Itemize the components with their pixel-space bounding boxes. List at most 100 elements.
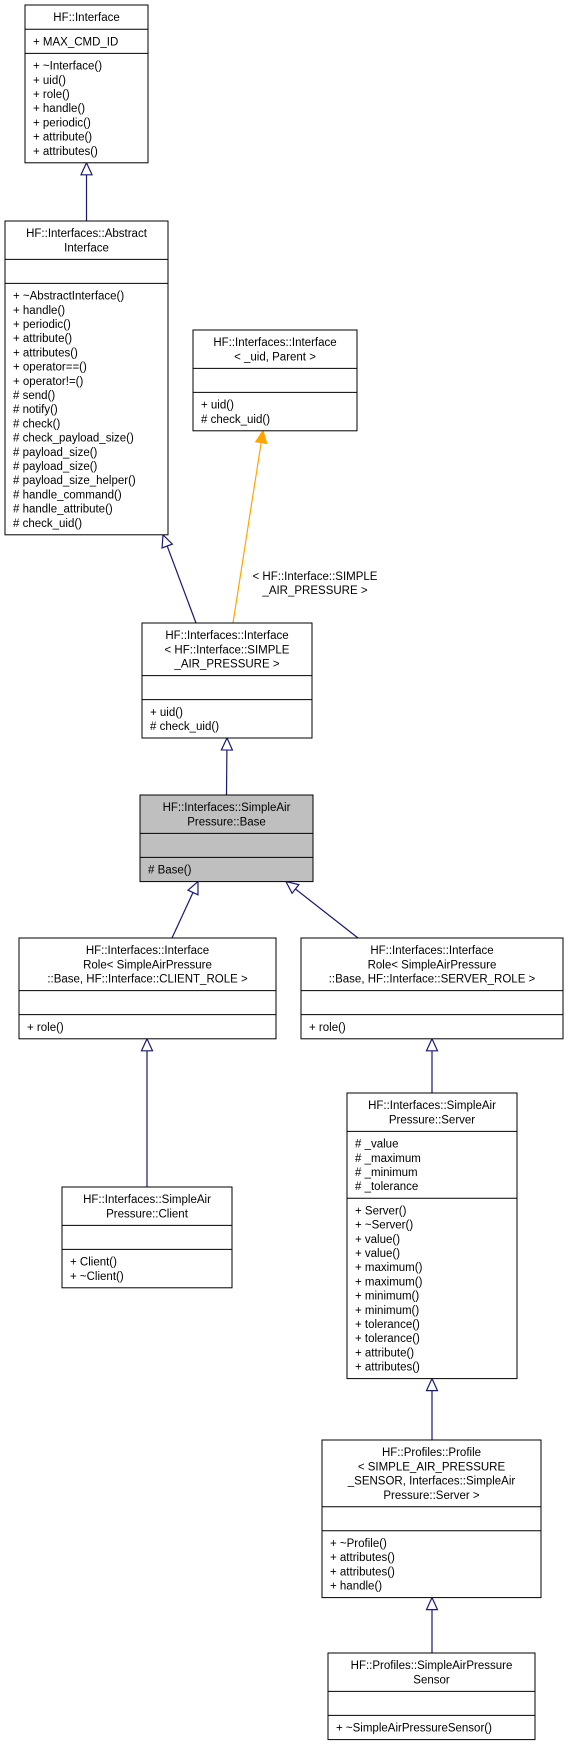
edge-line (166, 545, 197, 624)
class-node-hf-interface[interactable]: HF::Interface+ MAX_CMD_ID+ ~Interface()+… (24, 4, 149, 164)
class-title-line: Pressure::Server > (383, 1490, 479, 1502)
class-method: + tolerance() (355, 1333, 420, 1345)
arrowhead (425, 1596, 439, 1611)
class-method: + attribute() (13, 333, 72, 345)
class-box (24, 4, 149, 164)
class-title-line: HF::Interfaces::Interface (86, 945, 209, 957)
class-method: + tolerance() (355, 1319, 420, 1331)
class-method: # handle_attribute() (13, 504, 113, 516)
class-method: # check_uid() (201, 414, 270, 426)
class-method: + attributes() (33, 146, 98, 158)
class-title-line: Pressure::Server (389, 1114, 475, 1126)
class-title-line: Sensor (413, 1674, 450, 1686)
class-method: # check_uid() (13, 518, 82, 530)
arrowhead (425, 1377, 439, 1392)
class-box (4, 220, 169, 536)
class-method: + minimum() (355, 1291, 419, 1303)
class-node-sap-server[interactable]: HF::Interfaces::SimpleAirPressure::Serve… (346, 1092, 518, 1380)
arrowhead (161, 533, 174, 549)
class-title-line: < _uid, Parent > (234, 351, 316, 363)
class-title-line: HF::Interfaces::Interface (213, 337, 336, 349)
class-method: + uid() (150, 707, 183, 719)
edge-server-role-to-base (295, 888, 359, 939)
class-box (300, 937, 564, 1040)
class-method: # check() (13, 418, 60, 430)
class-node-interface-template[interactable]: HF::Interfaces::Interface< _uid, Parent … (192, 329, 358, 432)
class-title-line: HF::Interfaces::Interface (165, 630, 288, 642)
class-method: + attributes() (355, 1362, 420, 1374)
class-attribute: # _maximum (355, 1153, 421, 1165)
class-method: + maximum() (355, 1262, 423, 1274)
class-box (61, 1186, 233, 1289)
class-attribute: # _tolerance (355, 1181, 418, 1193)
class-method: + ~AbstractInterface() (13, 291, 124, 303)
class-title-line: HF::Interface (53, 12, 119, 24)
class-method: + operator!=() (13, 376, 83, 388)
edge-client-role-to-base (171, 892, 194, 939)
arrowhead (220, 736, 234, 751)
class-method: + role() (27, 1022, 64, 1034)
class-method: # payload_size() (13, 461, 98, 473)
class-method: + uid() (201, 400, 234, 412)
class-method: # notify() (13, 404, 58, 416)
class-title-line: HF::Interfaces::Abstract (26, 228, 148, 240)
class-title-line: < HF::Interface::SIMPLE (165, 644, 290, 656)
edge-labels: < HF::Interface::SIMPLE_AIR_PRESSURE > (253, 571, 378, 597)
class-method: + ~Profile() (330, 1538, 387, 1550)
class-node-sensor[interactable]: HF::Profiles::SimpleAirPressureSensor+ ~… (327, 1652, 536, 1741)
arrowhead (425, 1037, 439, 1052)
class-node-profile[interactable]: HF::Profiles::Profile< SIMPLE_AIR_PRESSU… (321, 1439, 542, 1599)
class-box (327, 1652, 536, 1741)
class-node-interface-sap[interactable]: HF::Interfaces::Interface< HF::Interface… (141, 622, 313, 739)
class-title-line: HF::Interfaces::SimpleAir (368, 1100, 496, 1112)
class-method: # send() (13, 390, 55, 402)
class-title-line: ::Base, HF::Interface::SERVER_ROLE > (329, 974, 536, 986)
arrowhead (186, 880, 199, 896)
class-method: # handle_command() (13, 489, 122, 501)
class-method: # Base() (148, 865, 192, 877)
class-box (139, 794, 314, 883)
class-box (192, 329, 358, 432)
class-method: + maximum() (355, 1276, 423, 1288)
class-method: + attribute() (355, 1347, 414, 1359)
class-method: # payload_size_helper() (13, 475, 136, 487)
class-title-line: Interface (64, 242, 109, 254)
class-attribute: # _value (355, 1139, 398, 1151)
class-method: # check_uid() (150, 721, 219, 733)
class-method: + handle() (13, 305, 65, 317)
arrowhead (80, 161, 93, 176)
class-method: + ~SimpleAirPressureSensor() (336, 1723, 492, 1735)
class-title-line: Pressure::Client (106, 1208, 189, 1220)
class-method: + handle() (33, 103, 85, 115)
class-method: + periodic() (33, 117, 91, 129)
class-title-line: Pressure::Base (187, 816, 266, 828)
class-box (321, 1439, 542, 1599)
class-node-sap-base[interactable]: HF::Interfaces::SimpleAirPressure::Base#… (139, 794, 314, 883)
class-method: + minimum() (355, 1305, 419, 1317)
edges (80, 161, 439, 1653)
edge-line (171, 892, 194, 939)
class-title-line: _AIR_PRESSURE > (173, 659, 279, 671)
class-title-line: < SIMPLE_AIR_PRESSURE (358, 1461, 506, 1473)
class-method: + attribute() (33, 132, 92, 144)
class-box (346, 1092, 518, 1380)
class-attribute: # _minimum (355, 1167, 418, 1179)
class-title-line: HF::Interfaces::SimpleAir (163, 802, 291, 814)
class-title-line: Role< SimpleAirPressure (368, 959, 497, 971)
class-method: # payload_size() (13, 447, 98, 459)
class-attribute: + MAX_CMD_ID (33, 36, 118, 48)
class-node-abstract-interface[interactable]: HF::Interfaces::AbstractInterface+ ~Abst… (4, 220, 169, 536)
template-binding-label: _AIR_PRESSURE > (261, 585, 367, 597)
class-method: + value() (355, 1234, 400, 1246)
class-node-sap-client[interactable]: HF::Interfaces::SimpleAirPressure::Clien… (61, 1186, 233, 1289)
edge-sap-interface-to-abstract (166, 545, 197, 624)
class-method: + attributes() (330, 1566, 395, 1578)
class-method: + uid() (33, 75, 66, 87)
arrowhead (284, 880, 300, 895)
nodes: HF::Interface+ MAX_CMD_ID+ ~Interface()+… (4, 4, 564, 1741)
edge-template-binding (232, 442, 262, 624)
class-method: + handle() (330, 1581, 382, 1593)
